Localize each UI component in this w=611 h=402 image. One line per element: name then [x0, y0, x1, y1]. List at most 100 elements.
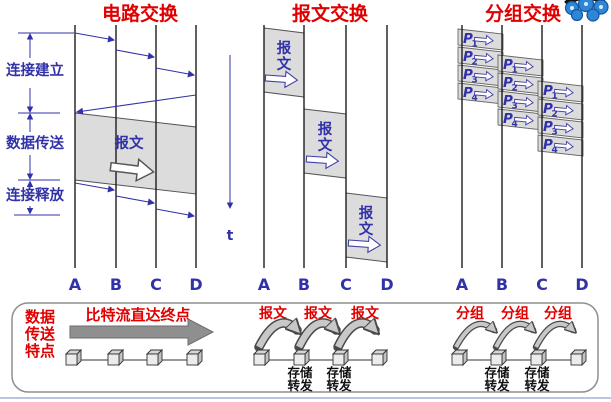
packet-node-timelines [461, 25, 583, 268]
release-arrows [74, 182, 196, 219]
packet-subscript: 4 [472, 94, 478, 104]
message-char-top: 报 [359, 205, 374, 222]
panel-message-group: 报文 报文 报文 存储 转发 存储 转发 [253, 305, 388, 393]
side-label-line2: 传送 [24, 325, 56, 343]
node-label-c: C [340, 275, 352, 294]
packet-subscript: 3 [472, 76, 478, 86]
panel-packet-group: 分组 分组 分组 存储 转发 存储 转发 [451, 305, 587, 393]
packet-caption: 分组 [544, 305, 572, 322]
message-node-labels: A B C D [258, 275, 394, 294]
packet-label: P [463, 49, 473, 65]
circuit-node-timelines [74, 25, 197, 268]
message-block-2-content: 报 文 [305, 121, 340, 170]
switch-node-icon [146, 349, 163, 366]
node-label-d: D [575, 275, 588, 294]
packet-label: P [503, 111, 513, 127]
phase-label-data-transfer: 数据传送 [6, 134, 64, 152]
forward-label: 转发 [287, 378, 313, 393]
time-axis: t [227, 55, 234, 244]
packet-subscript: 2 [472, 58, 478, 68]
node-label-c: C [536, 275, 548, 294]
message-char-top: 报 [318, 121, 333, 138]
packet-subscript: 2 [552, 110, 558, 120]
bitstream-arrow-icon [69, 318, 215, 346]
store-label: 存储 [483, 365, 510, 380]
message-switching-title: 报文交换 [292, 2, 369, 25]
message-char-top: 报 [277, 40, 292, 57]
message-node-timelines [263, 25, 388, 268]
switch-node-icon [371, 349, 388, 366]
node-label-a: A [258, 275, 271, 294]
packet-node-labels: A B C D [456, 275, 589, 294]
packet-label: P [503, 93, 513, 109]
node-label-b: B [110, 275, 122, 294]
switch-node-icon [451, 349, 468, 366]
packet-subscript: 1 [472, 40, 478, 50]
packet-label: P [543, 101, 553, 117]
packet-labels-col3: P1 P2 P3 P4 [543, 83, 574, 156]
node-label-d: D [189, 275, 202, 294]
packet-labels-col1: P1 P2 P3 P4 [463, 31, 494, 104]
switch-node-icon [253, 349, 270, 366]
circuit-message-label: 报文 [115, 134, 144, 152]
node-label-b: B [298, 275, 310, 294]
packet-switching-section: 分组交换 P1 P2 P3 [456, 2, 589, 294]
forward-label: 转发 [484, 378, 510, 393]
circuit-switching-section: 电路交换 连接建立 数据传送 连接释放 [6, 2, 203, 294]
message-caption: 报文 [259, 305, 288, 322]
packet-switching-title: 分组交换 [485, 2, 562, 25]
packet-subscript: 3 [552, 128, 558, 138]
store-label: 存储 [286, 365, 313, 380]
packet-subscript: 2 [512, 84, 518, 94]
corner-logo [564, 0, 609, 22]
message-char-bottom: 文 [359, 220, 374, 238]
packet-subscript: 1 [512, 66, 518, 76]
node-label-b: B [496, 275, 508, 294]
phase-label-release: 连接释放 [6, 186, 64, 204]
store-label: 存储 [523, 365, 550, 380]
circuit-node-labels: A B C D [69, 275, 203, 294]
switch-node-icon [490, 349, 507, 366]
switch-node-icon [293, 349, 310, 366]
packet-subscript: 1 [552, 92, 558, 102]
phase-ruler [14, 32, 74, 216]
node-label-a: A [69, 275, 82, 294]
forward-label: 转发 [524, 378, 550, 393]
panel-circuit-group: 比特流直达终点 [65, 306, 215, 366]
packet-label: P [503, 57, 513, 73]
time-axis-label: t [227, 228, 234, 244]
switch-node-icon [530, 349, 547, 366]
message-char-bottom: 文 [318, 136, 333, 154]
packet-subscript: 3 [512, 102, 518, 112]
node-label-d: D [380, 275, 393, 294]
switch-node-icon [186, 349, 203, 366]
packet-caption: 分组 [456, 305, 484, 322]
message-switching-section: 报文交换 报 文 报 文 报 文 A B C D [258, 2, 394, 294]
packet-labels-col2: P1 P2 P3 P4 [503, 57, 534, 130]
setup-arrows [74, 32, 197, 115]
circuit-switching-title: 电路交换 [102, 2, 179, 25]
message-char-bottom: 文 [277, 55, 292, 73]
packet-label: P [503, 75, 513, 91]
characteristics-panel: 数据 传送 特点 比特流直达终点 报文 报文 报文 [11, 302, 599, 393]
packet-label: P [463, 67, 473, 83]
switch-node-icon [332, 349, 349, 366]
switch-node-icon [107, 349, 124, 366]
switch-node-icon [65, 349, 82, 366]
packet-label: P [463, 31, 473, 47]
panel-border [11, 302, 599, 393]
side-label-line3: 特点 [25, 342, 55, 360]
message-block-3-content: 报 文 [347, 205, 382, 254]
panel-side-label: 数据 传送 特点 [24, 308, 56, 360]
packet-subscript: 4 [552, 146, 558, 156]
packet-label: P [543, 119, 553, 135]
packet-subscript: 4 [512, 120, 518, 130]
forward-label: 转发 [326, 378, 352, 393]
side-label-line1: 数据 [25, 308, 55, 326]
switch-node-icon [570, 349, 587, 366]
bitstream-caption: 比特流直达终点 [85, 306, 190, 324]
store-label: 存储 [325, 365, 352, 380]
packet-caption: 分组 [501, 305, 529, 322]
